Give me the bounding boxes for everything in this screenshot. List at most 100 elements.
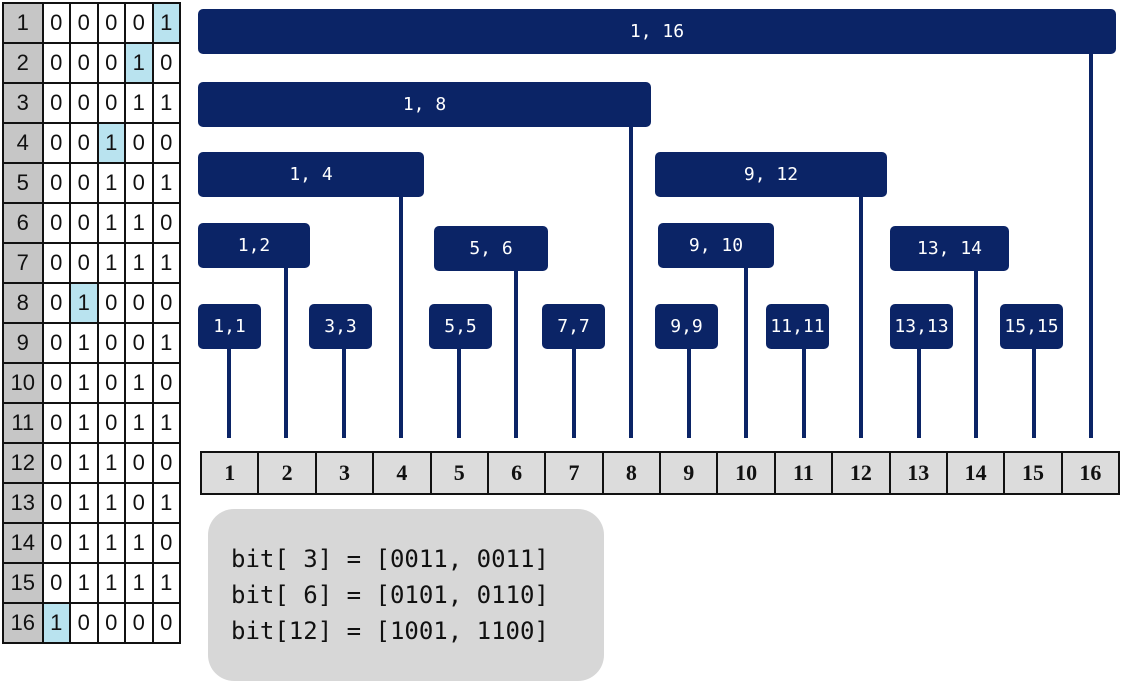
- bit-cell: 0: [69, 242, 99, 284]
- code-line: bit[ 3] = [0011, 0011]: [231, 545, 549, 573]
- tree-node: 5,5: [429, 304, 492, 349]
- index-cell: 12: [831, 453, 888, 493]
- bit-cell: 0: [41, 122, 72, 164]
- index-cell: 10: [716, 453, 773, 493]
- tree-connector-line: [1031, 349, 1036, 438]
- tree-node: 13,13: [890, 304, 953, 349]
- tree-connector-line: [974, 271, 979, 438]
- bit-cell: 1: [69, 522, 99, 564]
- lowest-set-bit-cell: 1: [151, 2, 181, 44]
- bit-cell: 1: [123, 362, 154, 404]
- bit-cell: 0: [96, 322, 127, 364]
- index-cell: 14: [945, 453, 1003, 493]
- index-cell: 9: [659, 453, 716, 493]
- bit-cell: 0: [123, 442, 154, 484]
- bit-cell: 0: [151, 362, 181, 404]
- bit-cell: 1: [123, 402, 154, 444]
- tree-node: 1, 16: [198, 9, 1116, 54]
- row-index-cell: 12: [2, 442, 44, 484]
- tree-node: 15,15: [1000, 304, 1063, 349]
- bit-cell: 0: [69, 42, 99, 84]
- row-index-cell: 8: [2, 282, 44, 324]
- index-cell: 11: [773, 453, 831, 493]
- bit-cell: 0: [41, 282, 72, 324]
- tree-connector-line: [284, 268, 289, 438]
- index-cell: 13: [888, 453, 946, 493]
- bit-cell: 0: [123, 602, 154, 644]
- bit-cell: 0: [41, 362, 72, 404]
- bit-cell: 1: [69, 442, 99, 484]
- index-cell: 2: [257, 453, 314, 493]
- tree-node: 5, 6: [434, 226, 548, 271]
- tree-connector-line: [629, 127, 634, 438]
- index-cell: 8: [601, 453, 659, 493]
- tree-connector-line: [744, 268, 749, 438]
- bit-cell: 0: [123, 322, 154, 364]
- bit-cell: 0: [41, 42, 72, 84]
- bit-cell: 1: [151, 402, 181, 444]
- row-index-cell: 1: [2, 2, 44, 44]
- bit-cell: 0: [41, 402, 72, 444]
- bit-cell: 0: [151, 602, 181, 644]
- bit-cell: 0: [69, 2, 99, 44]
- bit-cell: 1: [123, 202, 154, 244]
- bit-cell: 1: [123, 522, 154, 564]
- index-cell: 6: [486, 453, 544, 493]
- index-cell: 15: [1003, 453, 1060, 493]
- bit-cell: 1: [123, 82, 154, 124]
- bit-cell: 1: [96, 562, 127, 604]
- bit-cell: 1: [69, 402, 99, 444]
- index-cell: 4: [372, 453, 429, 493]
- bit-cell: 0: [96, 402, 127, 444]
- bit-cell: 1: [96, 482, 127, 524]
- bit-cell: 0: [69, 602, 99, 644]
- tree-connector-line: [226, 349, 231, 438]
- bit-cell: 0: [41, 442, 72, 484]
- tree-connector-line: [456, 349, 461, 438]
- tree-node: 1,1: [198, 304, 261, 349]
- bit-cell: 0: [96, 602, 127, 644]
- row-index-cell: 9: [2, 322, 44, 364]
- row-index-cell: 13: [2, 482, 44, 524]
- row-index-cell: 5: [2, 162, 44, 204]
- tree-connector-line: [571, 349, 576, 438]
- tree-node: 7,7: [542, 304, 605, 349]
- tree-node: 11,11: [766, 304, 829, 349]
- row-index-cell: 3: [2, 82, 44, 124]
- lowest-set-bit-cell: 1: [69, 282, 99, 324]
- bit-cell: 0: [151, 522, 181, 564]
- bit-cell: 0: [151, 282, 181, 324]
- bit-cell: 0: [41, 162, 72, 204]
- lowest-set-bit-cell: 1: [96, 122, 127, 164]
- bit-cell: 1: [69, 362, 99, 404]
- bit-cell: 1: [96, 522, 127, 564]
- bit-cell: 0: [69, 162, 99, 204]
- bit-cell: 0: [123, 282, 154, 324]
- tree-node: 13, 14: [890, 226, 1009, 271]
- bit-cell: 0: [123, 2, 154, 44]
- index-cell: 7: [544, 453, 601, 493]
- bit-cell: 1: [69, 482, 99, 524]
- bit-cell: 0: [96, 362, 127, 404]
- tree-node: 3,3: [309, 304, 372, 349]
- tree-connector-line: [801, 349, 806, 438]
- bit-cell: 0: [123, 122, 154, 164]
- bit-cell: 1: [151, 562, 181, 604]
- index-cell: 3: [314, 453, 372, 493]
- tree-connector-line: [916, 349, 921, 438]
- row-index-cell: 16: [2, 602, 44, 644]
- row-index-cell: 14: [2, 522, 44, 564]
